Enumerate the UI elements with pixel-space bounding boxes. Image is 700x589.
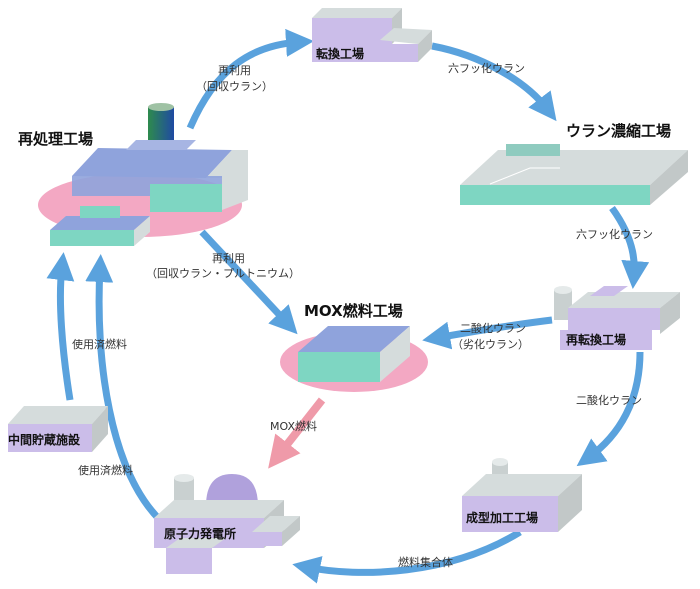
label-power: 原子力発電所: [164, 526, 236, 541]
arrow-reuse-to-conversion: [186, 28, 314, 130]
label-reprocessing: 再処理工場: [18, 130, 93, 148]
flow-mox-fuel: MOX燃料: [270, 419, 317, 433]
arrow-enrichment-to-reconversion: [609, 205, 650, 289]
reprocessing-plant: 再処理工場: [18, 103, 248, 246]
flow-reuse-mid-1: 再利用: [212, 252, 245, 265]
flow-fuel-assembly: 燃料集合体: [398, 555, 453, 569]
flow-reuse-mid-2: （回収ウラン・プルトニウム）: [146, 267, 300, 280]
flow-arrows: [46, 28, 650, 584]
flow-uo2-depleted-1: 二酸化ウラン: [460, 321, 526, 335]
arrow-reprocessing-to-mox: [199, 229, 298, 335]
arrow-reconversion-to-fabrication: [576, 351, 644, 467]
flow-spent-fuel-a: 使用済燃料: [72, 337, 127, 351]
storage-facility: 中間貯蔵施設: [8, 406, 108, 452]
label-fabrication: 成型加工工場: [466, 510, 538, 525]
flow-uo2-depleted-2: （劣化ウラン）: [452, 337, 529, 351]
flow-spent-fuel-b: 使用済燃料: [78, 463, 133, 477]
arrow-storage-to-reprocessing: [46, 252, 75, 401]
label-storage: 中間貯蔵施設: [8, 432, 81, 447]
flow-uo2: 二酸化ウラン: [576, 393, 642, 407]
flow-uf6-b: 六フッ化ウラン: [576, 227, 653, 241]
stack-tower: [148, 107, 174, 145]
fabrication-plant: 成型加工工場: [462, 458, 582, 532]
arrow-power-to-reprocessing: [85, 254, 163, 523]
flow-reuse-top-1: 再利用: [218, 64, 251, 77]
flow-reuse-top-2: （回収ウラン）: [196, 80, 273, 93]
conversion-plant: 転換工場: [312, 8, 432, 62]
flow-uf6-a: 六フッ化ウラン: [448, 61, 525, 75]
label-conversion: 転換工場: [316, 46, 364, 61]
power-plant: 原子力発電所: [154, 474, 300, 574]
label-reconversion: 再転換工場: [566, 332, 626, 347]
reconversion-plant: 再転換工場: [554, 286, 680, 350]
reactor-dome: [206, 474, 258, 506]
arrow-fabrication-to-power: [292, 529, 522, 584]
label-mox: MOX燃料工場: [304, 302, 403, 320]
mox-plant: MOX燃料工場: [280, 302, 428, 392]
flow-labels: 再利用 （回収ウラン） 六フッ化ウラン 六フッ化ウラン 再利用 （回収ウラン・プ…: [72, 61, 653, 569]
enrichment-plant: ウラン濃縮工場: [460, 122, 688, 205]
arrow-conversion-to-enrichment: [431, 42, 557, 122]
arrow-reconversion-to-mox: [422, 316, 553, 350]
arrow-mox-to-power: [268, 397, 326, 469]
label-enrichment: ウラン濃縮工場: [566, 122, 671, 140]
